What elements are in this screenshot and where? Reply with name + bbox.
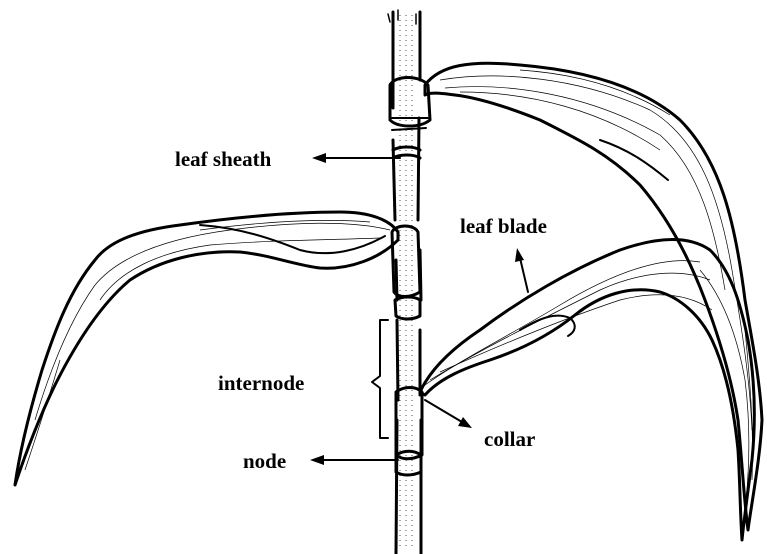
internode-label: internode (218, 371, 304, 395)
leaf-blade-label: leaf blade (460, 214, 547, 238)
lower-right-leaf (420, 240, 754, 541)
leaf-sheath-label: leaf sheath (175, 147, 272, 171)
left-leaf (15, 212, 398, 485)
node-label: node (243, 449, 286, 473)
collar-label: collar (484, 427, 535, 451)
upper-right-leaf (425, 63, 762, 530)
